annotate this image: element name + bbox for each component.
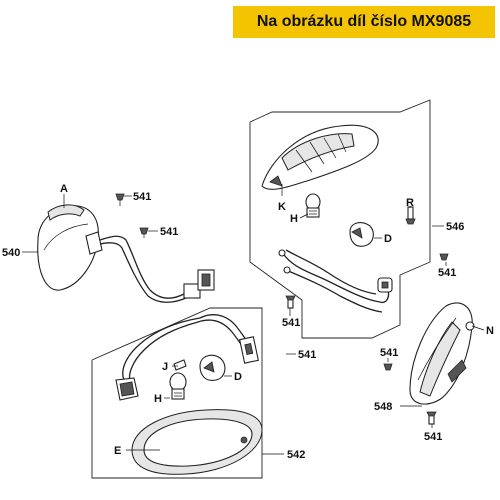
callout-541-1: 541 — [133, 191, 151, 203]
callout-541-6: 541 — [298, 349, 316, 361]
screw-541-e — [383, 363, 393, 371]
rear-lamp-lens — [261, 124, 379, 190]
callout-542: 542 — [287, 449, 305, 461]
callout-548: 548 — [374, 401, 392, 413]
callout-546: 546 — [446, 221, 464, 233]
callout-d-bottom: D — [234, 371, 242, 383]
side-lamp-540 — [37, 204, 103, 291]
clip-j — [173, 359, 187, 371]
screw-r — [405, 206, 416, 225]
screw-541-d — [285, 295, 296, 309]
callout-e: E — [114, 445, 121, 457]
callout-r: R — [406, 197, 414, 209]
screw-541-c — [439, 253, 449, 261]
callout-541-2: 541 — [160, 226, 178, 238]
callout-541-5: 541 — [380, 347, 398, 359]
bulb-bottom — [169, 372, 187, 400]
banner-title: Na obrázku díl číslo MX9085 — [256, 13, 472, 30]
socket-bottom — [199, 354, 226, 381]
screw-541-a — [115, 193, 125, 206]
callout-k: K — [278, 201, 286, 213]
callout-541-4: 541 — [282, 317, 300, 329]
bulb-top — [305, 193, 321, 218]
leader-lines — [22, 184, 485, 455]
callout-n: N — [486, 325, 494, 337]
frame-front-lamp — [91, 307, 263, 479]
front-lamp-harness — [115, 314, 259, 401]
callout-540: 540 — [2, 247, 20, 259]
callout-a: A — [60, 183, 68, 195]
screw-541-b — [139, 227, 149, 238]
screw-541-f — [426, 411, 437, 425]
side-lamp-548 — [409, 302, 475, 405]
callout-541-7: 541 — [424, 431, 442, 443]
frame-rear-lamp — [249, 99, 431, 339]
callout-j: J — [162, 361, 168, 373]
callout-h-top: H — [290, 213, 298, 225]
socket-top — [349, 222, 374, 247]
callout-541-3: 541 — [438, 267, 456, 279]
part-number-banner: Na obrázku díl číslo MX9085 — [233, 6, 495, 38]
front-lamp-lens — [131, 409, 263, 475]
callout-h-bottom: H — [154, 393, 162, 405]
rear-lamp-harness — [278, 249, 393, 313]
side-lamp-harness — [99, 235, 215, 303]
callout-d-top: D — [384, 233, 392, 245]
